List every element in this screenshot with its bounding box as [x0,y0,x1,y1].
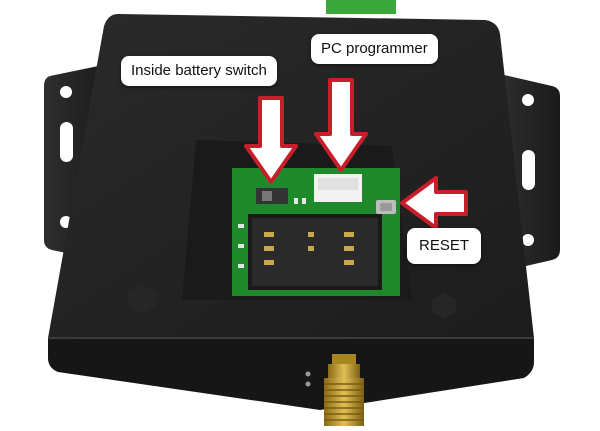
pc-programmer-label: PC programmer [311,34,438,64]
battery-switch-label: Inside battery switch [121,56,277,86]
arrow-pc-programmer [314,78,368,172]
arrow-battery-switch [244,96,298,184]
pcb [232,168,400,296]
sma-connector [324,354,364,426]
arrow-reset [400,176,468,230]
terminal-block [326,0,396,14]
reset-label: RESET [407,228,482,264]
